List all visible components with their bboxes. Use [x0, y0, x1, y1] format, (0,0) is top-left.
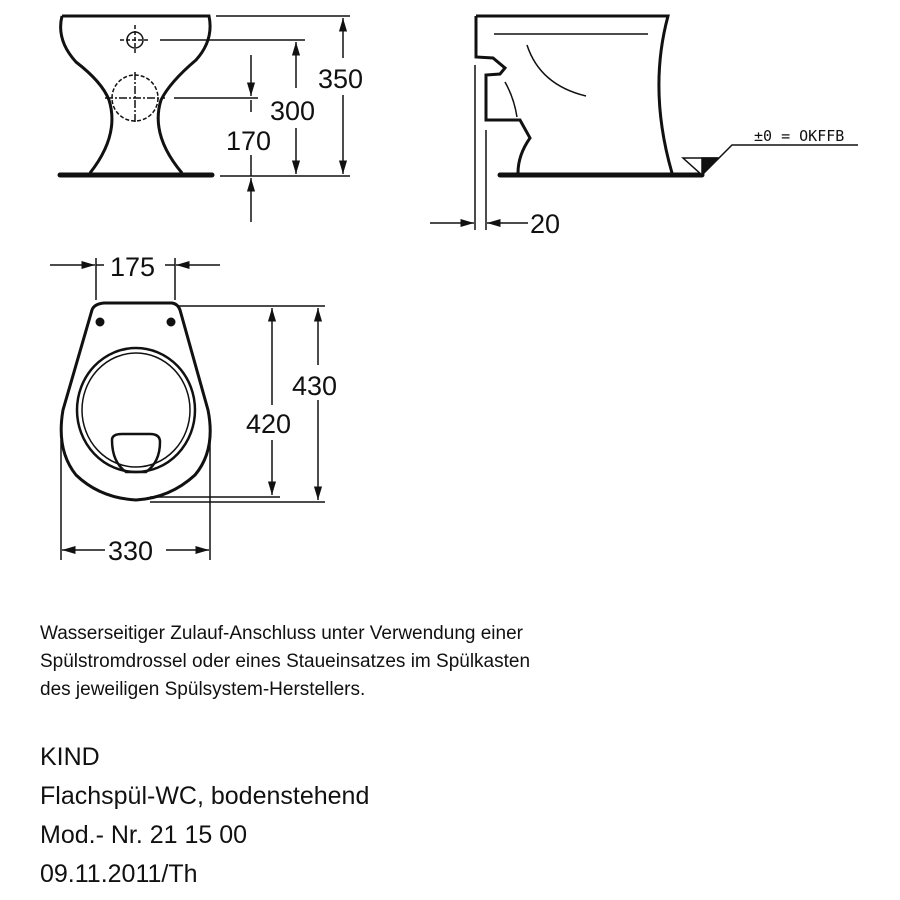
note-line: Spülstromdrossel oder eines Staueinsatze… [40, 651, 531, 672]
outlet-crosshair-icon [105, 72, 165, 124]
note-line: Wasserseitiger Zulauf-Anschluss unter Ve… [40, 623, 523, 644]
inlet-crosshair-icon [120, 25, 150, 55]
top-dimension-lines [50, 258, 325, 560]
top-outline [59, 301, 212, 502]
floor-level-symbol-icon [681, 144, 858, 177]
product-model-number: Mod.- Nr. 21 15 00 [40, 821, 248, 849]
top-view: 175 430 420 330 [50, 252, 337, 566]
installation-note: Wasserseitiger Zulauf-Anschluss unter Ve… [40, 620, 530, 704]
front-dimension-lines [160, 15, 350, 222]
product-info: KIND Flachspül-WC, bodenstehend Mod.- Nr… [40, 738, 369, 894]
front-bowl-outline [59, 14, 212, 174]
bowl-rim [75, 346, 197, 474]
dim-20-label: 20 [530, 209, 560, 239]
side-view: ±0 = OKFFB 20 [430, 14, 858, 239]
seat-hole-right [166, 317, 176, 327]
dim-350-label: 350 [318, 64, 363, 94]
side-outline [474, 14, 674, 174]
dim-170-label: 170 [226, 126, 271, 156]
note-line: des jeweiligen Spülsystem-Herstellers. [40, 679, 366, 700]
dim-420-label: 420 [246, 409, 291, 439]
dim-175-label: 175 [110, 252, 155, 282]
seat-hole-left [95, 317, 105, 327]
side-dimension-lines [430, 65, 528, 230]
product-description: Flachspül-WC, bodenstehend [40, 782, 370, 810]
dim-430-label: 430 [292, 371, 337, 401]
floor-level-label: ±0 = OKFFB [754, 127, 844, 145]
flush-opening [110, 432, 162, 474]
front-view: 350 300 170 [57, 14, 363, 222]
product-series: KIND [40, 743, 100, 771]
dim-330-label: 330 [108, 536, 153, 566]
drawing-date: 09.11.2011/Th [40, 860, 198, 888]
dim-300-label: 300 [270, 96, 315, 126]
